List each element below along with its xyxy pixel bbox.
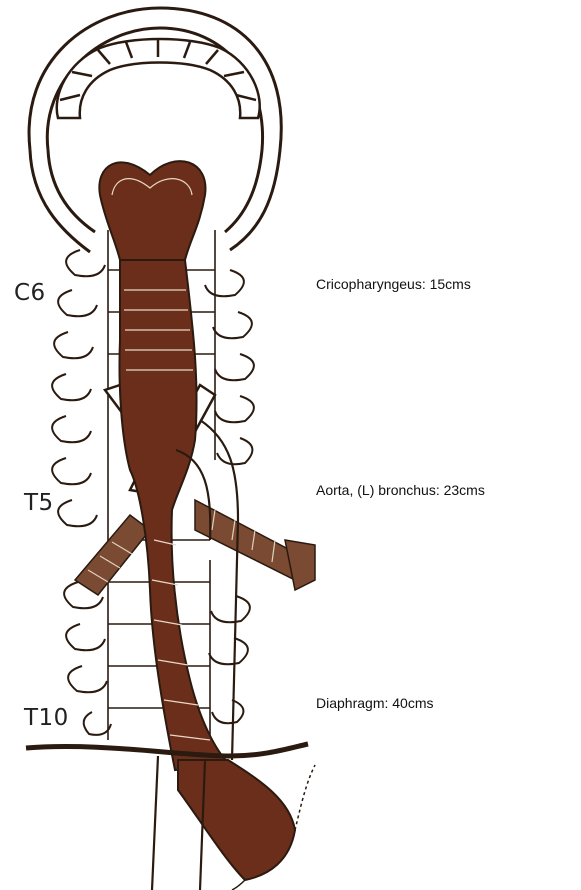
vertebrae-right: [205, 270, 254, 723]
teeth: [57, 39, 260, 118]
vertebra-label-t10: T10: [24, 705, 69, 731]
left-bronchus: [75, 515, 150, 595]
annotation-diaphragm: Diaphragm: 40cms: [316, 695, 434, 711]
vertebrae-left: [52, 250, 111, 735]
annotation-aorta-bronchus: Aorta, (L) bronchus: 23cms: [316, 482, 485, 498]
right-bronchus: [195, 500, 315, 590]
pharynx: [99, 161, 205, 260]
annotation-cricopharyngeus: Cricopharyngeus: 15cms: [316, 276, 471, 292]
vertebra-label-t5: T5: [24, 490, 54, 516]
stomach: [178, 760, 315, 890]
vertebra-label-c6: C6: [14, 280, 46, 306]
diaphragm-line: [26, 744, 308, 756]
